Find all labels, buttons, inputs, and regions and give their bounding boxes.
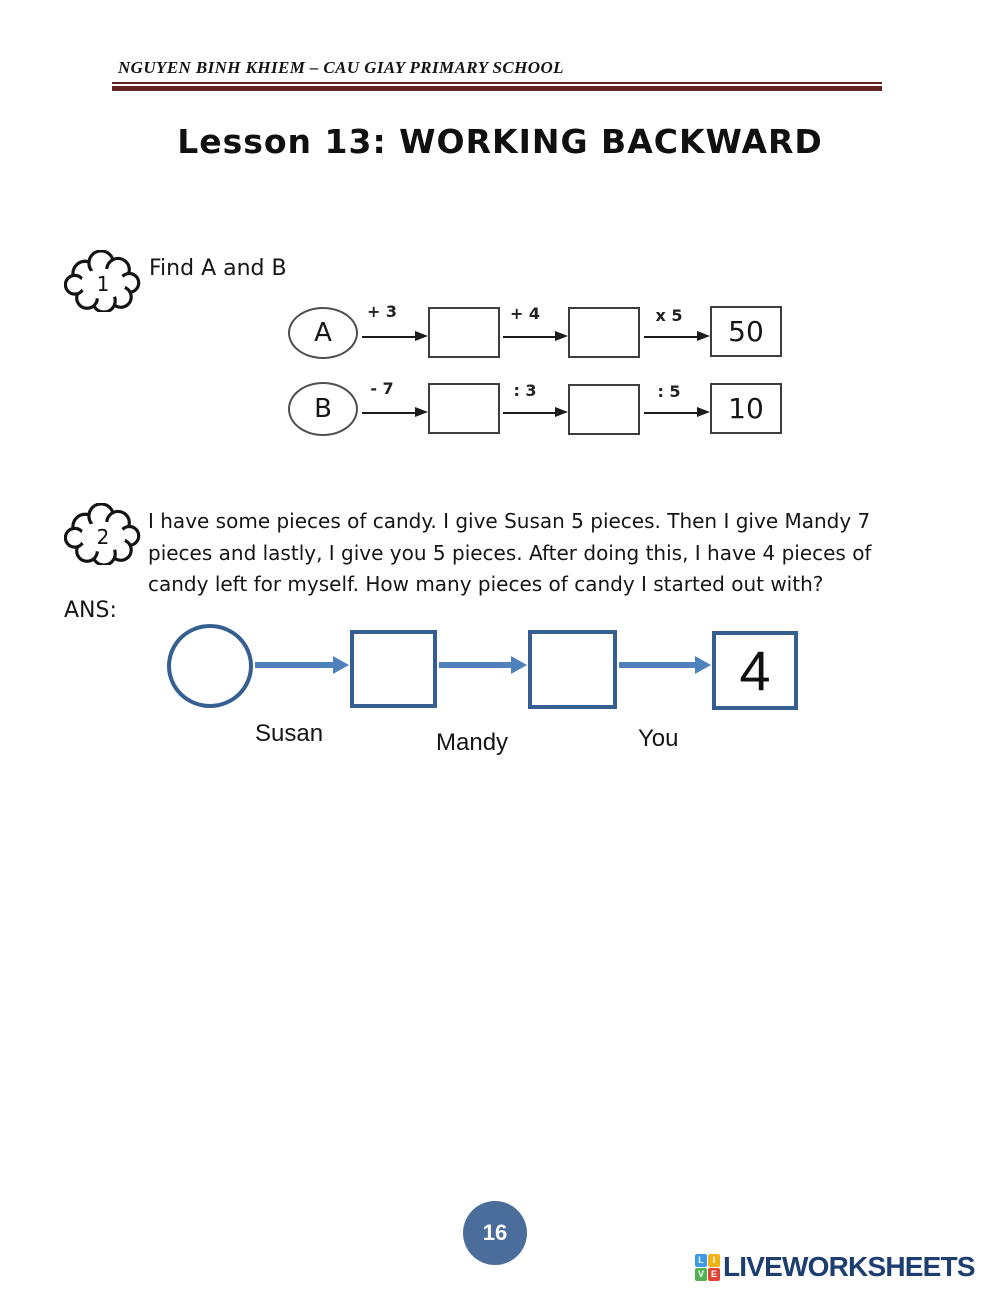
arrow-icon bbox=[619, 656, 711, 674]
row-a-answer-box-1[interactable] bbox=[428, 307, 500, 358]
problem2-line-1: I have some pieces of candy. I give Susa… bbox=[148, 509, 871, 533]
problem1-diagram: A + 3 + 4 x 5 50 B - 7 : 3 : 5 10 bbox=[280, 300, 792, 442]
problem2-diagram: 4 Susan Mandy You bbox=[160, 618, 825, 763]
problem1-number-cloud: 1 bbox=[64, 250, 142, 312]
row-a-start-ellipse: A bbox=[288, 307, 358, 359]
mandy-answer-box[interactable] bbox=[528, 630, 617, 709]
page-number-badge: 16 bbox=[463, 1201, 527, 1265]
row-b-result-box: 10 bbox=[710, 383, 782, 434]
tile-v: V bbox=[695, 1267, 707, 1281]
arrow-icon bbox=[503, 331, 568, 341]
liveworksheets-logo[interactable]: L I V E LIVEWORKSHEETS bbox=[695, 1251, 976, 1283]
start-circle[interactable] bbox=[167, 624, 253, 708]
row-b-op2-label: : 3 bbox=[513, 381, 537, 400]
arrow-icon bbox=[644, 331, 710, 341]
problem2-number: 2 bbox=[96, 525, 110, 549]
header-rule bbox=[112, 82, 882, 91]
arrow-icon bbox=[644, 407, 710, 417]
problem1-prompt: Find A and B bbox=[149, 256, 287, 281]
cloud-icon bbox=[64, 503, 141, 565]
problem1-number: 1 bbox=[96, 272, 110, 296]
row-b-answer-box-1[interactable] bbox=[428, 383, 500, 434]
liveworksheets-tiles-icon: L I V E bbox=[695, 1253, 720, 1281]
row-b-start-ellipse: B bbox=[288, 382, 358, 436]
tile-l: L bbox=[695, 1253, 707, 1267]
final-value-box: 4 bbox=[712, 631, 798, 710]
problem2-text: I have some pieces of candy. I give Susa… bbox=[148, 506, 948, 601]
tile-i: I bbox=[708, 1253, 720, 1267]
susan-answer-box[interactable] bbox=[350, 630, 437, 708]
row-a-op2-label: + 4 bbox=[509, 304, 541, 323]
row-a-result-box: 50 bbox=[710, 306, 782, 357]
answer-label: ANS: bbox=[64, 598, 117, 623]
row-a-op3-label: x 5 bbox=[655, 306, 683, 325]
tile-e: E bbox=[708, 1267, 720, 1281]
label-you: You bbox=[638, 725, 679, 752]
arrow-icon bbox=[439, 656, 527, 674]
problem2-line-3: candy left for myself. How many pieces o… bbox=[148, 572, 824, 596]
cloud-icon bbox=[64, 250, 141, 312]
row-b-answer-box-2[interactable] bbox=[568, 384, 640, 435]
lesson-title: Lesson 13: WORKING BACKWARD bbox=[177, 122, 823, 161]
problem2-number-cloud: 2 bbox=[64, 503, 142, 565]
row-a-op1-label: + 3 bbox=[366, 302, 398, 321]
header-rule-thick bbox=[112, 86, 882, 91]
arrow-icon bbox=[503, 407, 568, 417]
school-name: NGUYEN BINH KHIEM – CAU GIAY PRIMARY SCH… bbox=[118, 58, 564, 77]
arrow-icon bbox=[362, 331, 428, 341]
label-susan: Susan bbox=[255, 720, 324, 747]
row-b-op1-label: - 7 bbox=[370, 379, 394, 398]
problem2-line-2: pieces and lastly, I give you 5 pieces. … bbox=[148, 540, 872, 565]
liveworksheets-wordmark: LIVEWORKSHEETS bbox=[723, 1251, 976, 1282]
label-mandy: Mandy bbox=[436, 729, 509, 756]
row-a-answer-box-2[interactable] bbox=[568, 307, 640, 358]
arrow-icon bbox=[362, 407, 428, 417]
arrow-icon bbox=[255, 656, 349, 674]
row-b-op3-label: : 5 bbox=[657, 382, 681, 401]
